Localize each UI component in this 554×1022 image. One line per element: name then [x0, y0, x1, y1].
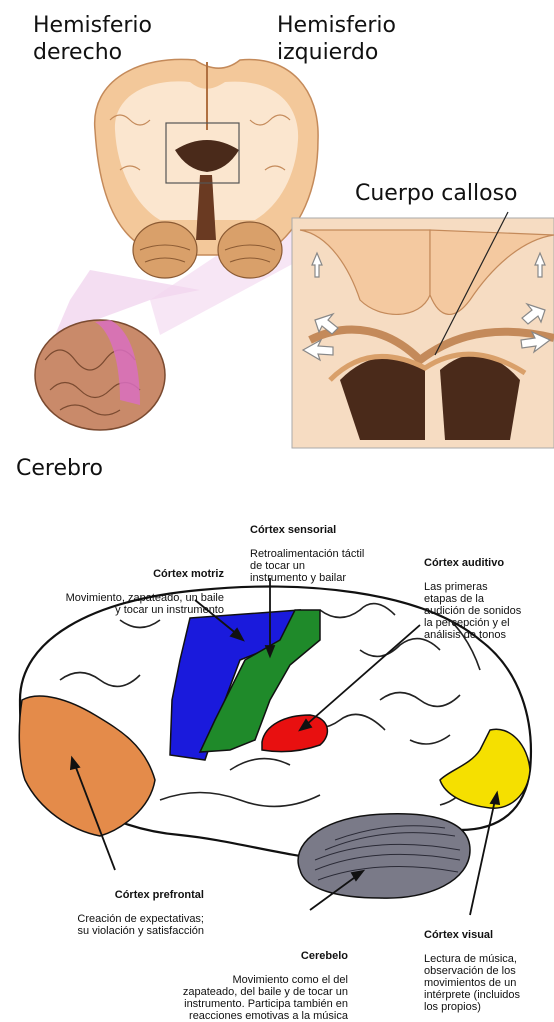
cortex-prefrontal-title: Córtex prefrontal — [24, 889, 204, 901]
label-cerebro: Cerebro — [16, 455, 103, 482]
cerebelo-title: Cerebelo — [150, 950, 348, 962]
cortex-sensorial-text: Retroalimentación táctil de tocar un ins… — [250, 548, 364, 584]
label-cortex-visual: Córtex visual Lectura de música, observa… — [424, 917, 552, 1013]
cortex-auditivo-text: Las primeras etapas de la audición de so… — [424, 581, 521, 641]
label-cerebelo: Cerebelo Movimiento como el del zapatead… — [150, 938, 348, 1022]
cortex-prefrontal-text: Creación de expectativas; su violación y… — [77, 913, 204, 937]
cortex-motriz-text: Movimiento, zapateado, un baile y tocar … — [66, 592, 224, 616]
label-cortex-motriz: Córtex motriz Movimiento, zapateado, un … — [6, 556, 224, 616]
label-cortex-prefrontal: Córtex prefrontal Creación de expectativ… — [24, 877, 204, 937]
label-cortex-auditivo: Córtex auditivo Las primeras etapas de l… — [424, 545, 552, 641]
cortex-motriz-title: Córtex motriz — [6, 568, 224, 580]
small-brain-illustration — [35, 320, 165, 430]
label-cortex-sensorial: Córtex sensorial Retroalimentación tácti… — [250, 512, 364, 584]
label-hemisferio-derecho: Hemisferio derecho — [33, 12, 152, 66]
label-hemisferio-izquierdo: Hemisferio izquierdo — [277, 12, 396, 66]
cortex-visual-text: Lectura de música, observación de los mo… — [424, 953, 520, 1013]
cerebelo-text: Movimiento como el del zapateado, del ba… — [183, 974, 348, 1022]
label-cuerpo-calloso: Cuerpo calloso — [355, 180, 518, 207]
corpus-callosum-zoom — [292, 212, 554, 448]
cortex-visual-title: Córtex visual — [424, 929, 552, 941]
cortex-auditivo-title: Córtex auditivo — [424, 557, 552, 569]
cortex-sensorial-title: Córtex sensorial — [250, 524, 364, 536]
